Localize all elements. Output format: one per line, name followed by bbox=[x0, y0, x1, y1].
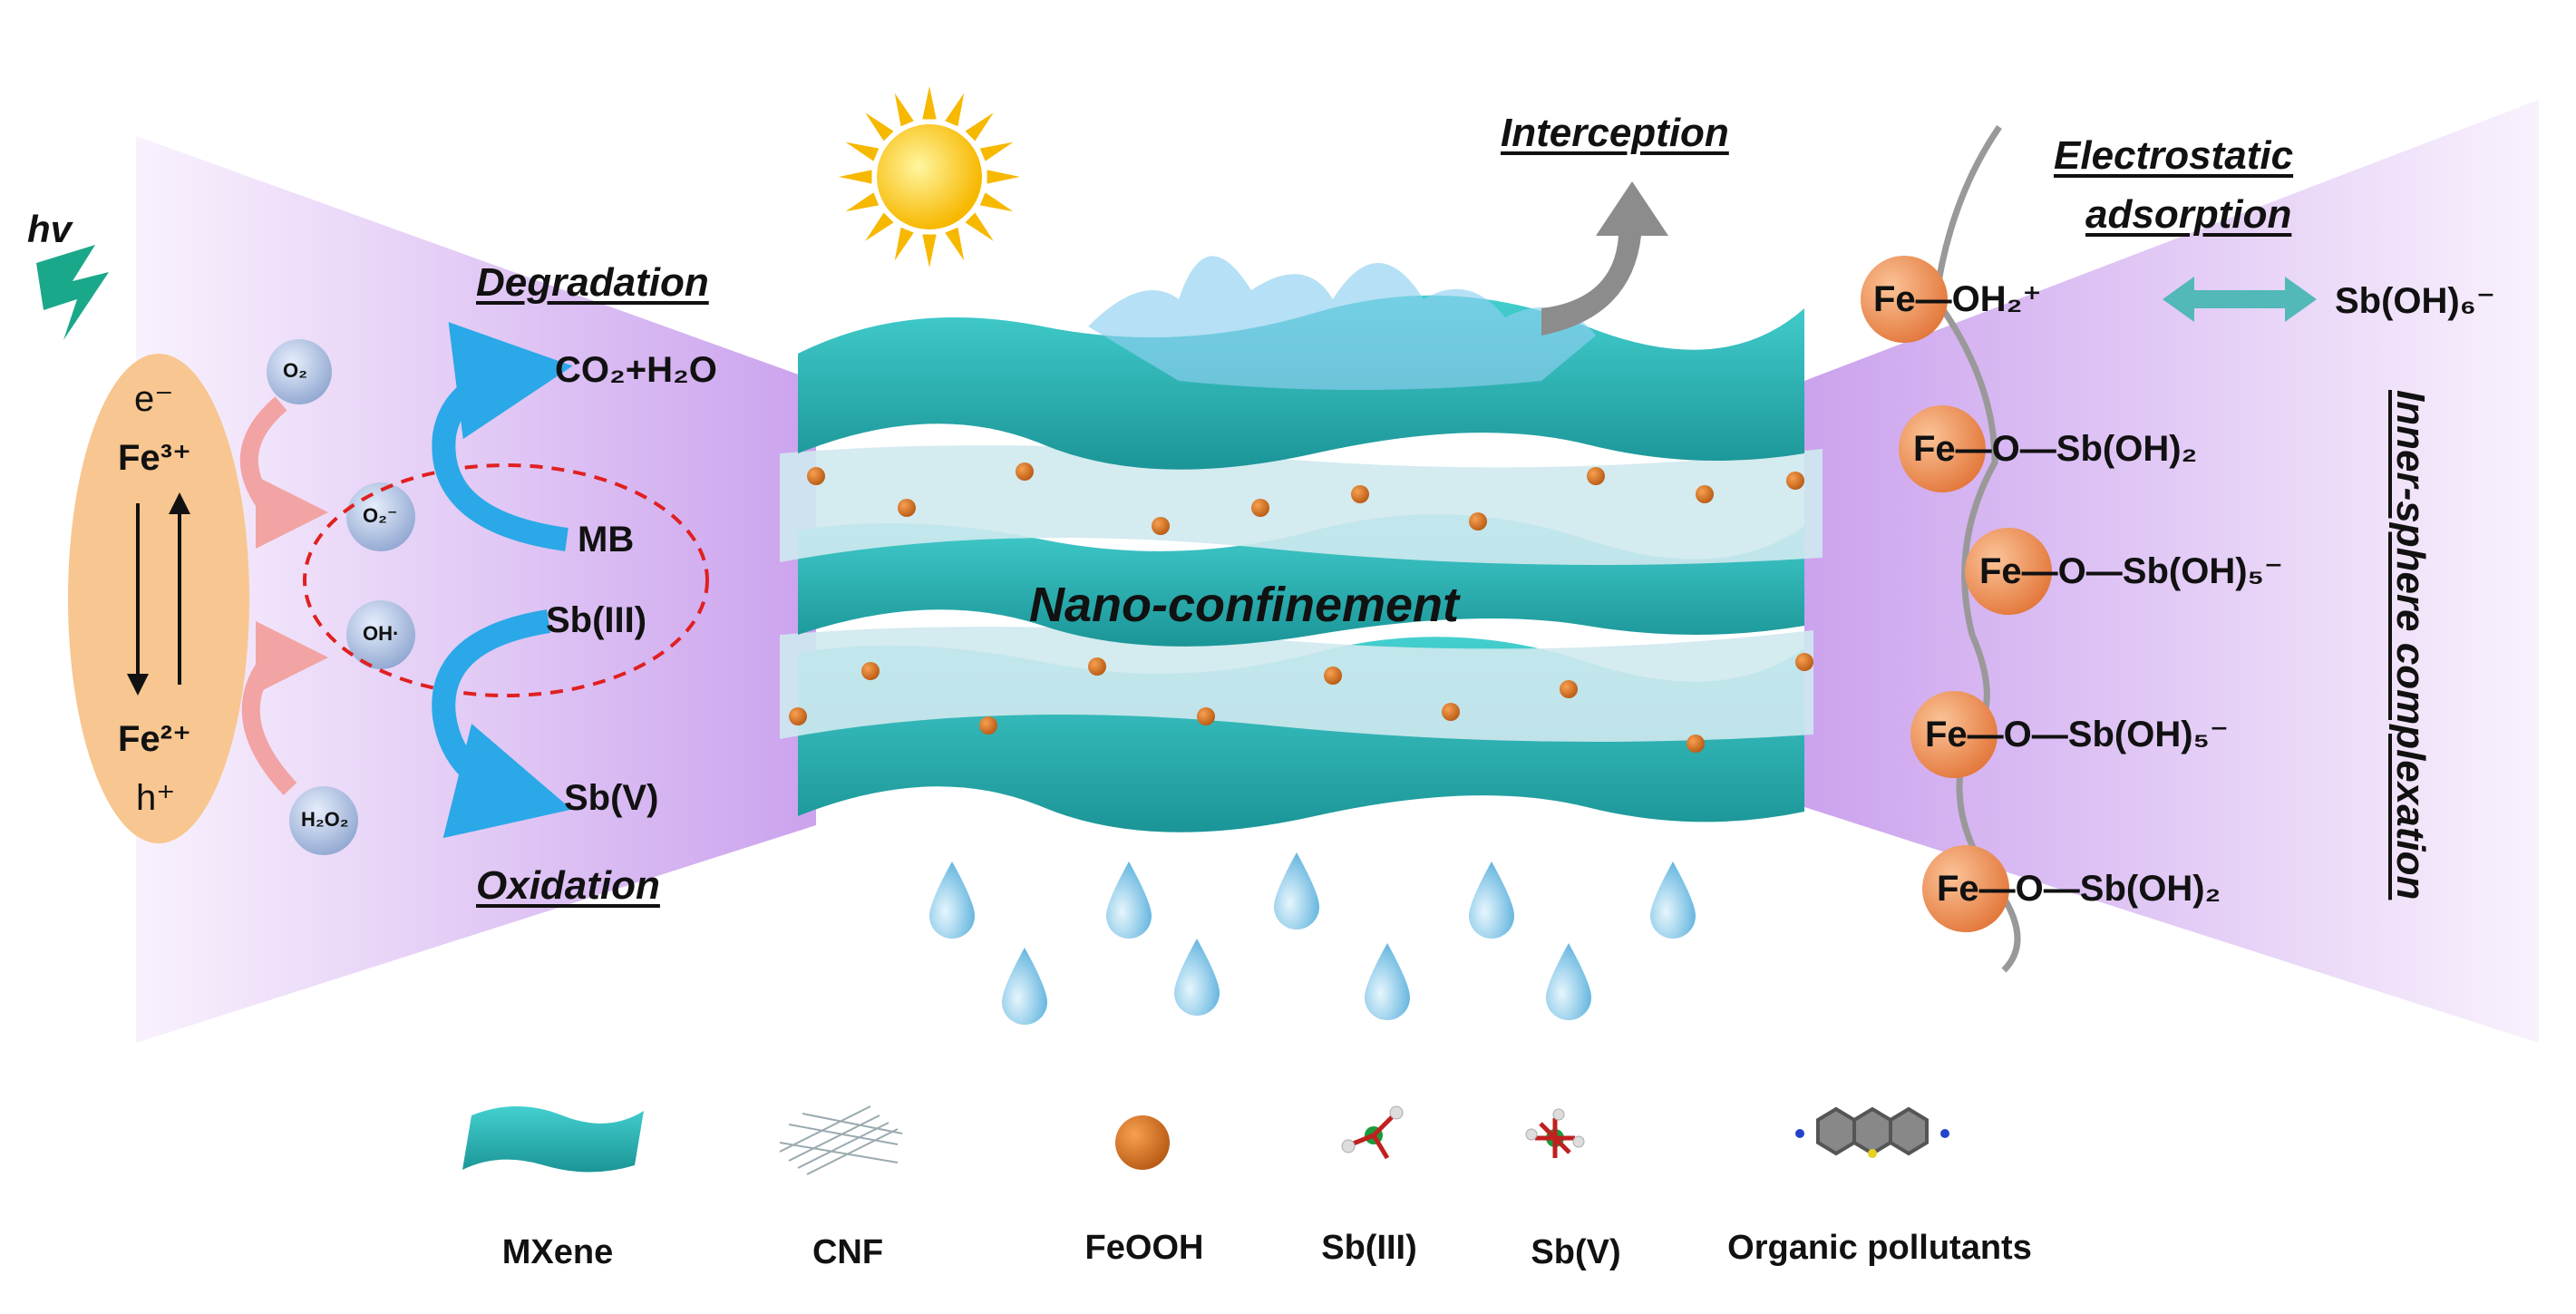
fe2-label: Fe²⁺ bbox=[118, 719, 192, 759]
sun-icon bbox=[839, 86, 1020, 268]
sun-ray bbox=[965, 112, 994, 141]
water-splash bbox=[1088, 256, 1596, 390]
sb-oh6-label: Sb(OH)₆⁻ bbox=[2335, 281, 2496, 321]
nano-confinement-label: Nano-confinement bbox=[1029, 578, 1460, 632]
fe-o-sboh2-label-1: Fe—O—Sb(OH)₂ bbox=[1913, 429, 2198, 469]
fe-ball-2 bbox=[1899, 405, 1986, 492]
legend-cnf-icon bbox=[779, 1105, 903, 1175]
fe-o-sboh5-label-1: Fe—O—Sb(OH)₅⁻ bbox=[1979, 551, 2283, 591]
sun-ray bbox=[945, 227, 965, 261]
legend-mxene-icon bbox=[462, 1106, 644, 1173]
interception-label: Interception bbox=[1501, 111, 1729, 155]
sb3-label: Sb(III) bbox=[546, 600, 647, 640]
water-droplets bbox=[929, 852, 1696, 1025]
ros-dashed-ellipse bbox=[303, 463, 709, 697]
hv-label: hv bbox=[27, 208, 73, 250]
legend-sb3-label: Sb(III) bbox=[1321, 1229, 1417, 1267]
legend-sb5-icon bbox=[1525, 1108, 1585, 1158]
cnf-top-layer bbox=[780, 445, 1823, 565]
co2-h2o-label: CO₂+H₂O bbox=[555, 350, 717, 390]
electrostatic-label-line2: adsorption bbox=[2085, 192, 2292, 237]
legend-mxene-label: MXene bbox=[501, 1233, 614, 1271]
h2o2-bubble-label: H₂O₂ bbox=[301, 808, 349, 831]
degradation-arrow bbox=[432, 322, 573, 551]
sun-ray bbox=[922, 86, 937, 120]
sun-ray bbox=[839, 170, 872, 184]
oxidation-label: Oxidation bbox=[476, 863, 660, 908]
feooh-particles bbox=[789, 462, 1813, 753]
fe-ball-5 bbox=[1922, 845, 2009, 932]
legend-sb5-label: Sb(V) bbox=[1531, 1233, 1621, 1271]
fe-ball-4 bbox=[1910, 691, 1998, 778]
electrostatic-double-arrow bbox=[2163, 277, 2317, 322]
sb5-label: Sb(V) bbox=[564, 778, 659, 818]
mb-label: MB bbox=[578, 520, 635, 560]
legend-cnf-label: CNF bbox=[812, 1233, 884, 1271]
fe-o-sboh2-label-2: Fe—O—Sb(OH)₂ bbox=[1937, 869, 2221, 909]
legend-organic-pollutant-icon bbox=[1795, 1106, 1949, 1158]
electrostatic-label-line1: Electrostatic bbox=[2054, 133, 2294, 178]
hole-label: h⁺ bbox=[136, 778, 176, 818]
fe-ball-3 bbox=[1965, 528, 2052, 615]
fe-o-sboh5-label-2: Fe—O—Sb(OH)₅⁻ bbox=[1925, 715, 2229, 754]
right-light-beam bbox=[1804, 100, 2539, 1043]
lightning-icon bbox=[36, 245, 109, 340]
o2-to-superoxide-arrow bbox=[239, 396, 328, 549]
sun-ray bbox=[865, 112, 894, 141]
sun-ray bbox=[922, 234, 937, 268]
superoxide-label: O₂⁻ bbox=[363, 504, 398, 527]
sun-ray bbox=[894, 92, 914, 127]
legend-feooh-icon bbox=[1115, 1115, 1170, 1170]
cnf-bottom-layer bbox=[780, 627, 1813, 742]
legend-sb3-icon bbox=[1341, 1105, 1404, 1160]
legend-feooh-label: FeOOH bbox=[1084, 1229, 1204, 1267]
iron-redox-ellipse bbox=[68, 354, 249, 843]
o2-bubble bbox=[267, 339, 332, 404]
fe-oh2-label: Fe—OH₂⁺ bbox=[1873, 279, 2042, 319]
sun-ray bbox=[894, 227, 914, 261]
sun-ray bbox=[965, 212, 994, 241]
degradation-label: Degradation bbox=[476, 260, 709, 305]
sun-ray bbox=[987, 170, 1020, 184]
o2-bubble-label: O₂ bbox=[283, 359, 307, 382]
legend-organic-pollutants-label: Organic pollutants bbox=[1727, 1229, 2032, 1267]
electron-label: e⁻ bbox=[134, 379, 174, 419]
sun-ray bbox=[845, 192, 880, 212]
sun-ray bbox=[865, 212, 894, 241]
interception-arrow bbox=[1541, 181, 1668, 336]
fe-ball-1 bbox=[1861, 256, 1948, 343]
hydroxyl-bubble bbox=[346, 600, 415, 669]
fe3-label: Fe³⁺ bbox=[118, 438, 192, 478]
sun-ray bbox=[945, 92, 965, 127]
hydroxyl-label: OH· bbox=[363, 622, 400, 645]
h2o2-to-hydroxyl-arrow bbox=[241, 621, 328, 795]
sun-ray bbox=[979, 141, 1014, 161]
sun-ray bbox=[845, 141, 880, 161]
h2o2-bubble bbox=[289, 786, 358, 855]
sun-ray bbox=[979, 192, 1014, 212]
inner-sphere-label: Inner-sphere complexation bbox=[2388, 390, 2433, 900]
oxidation-arrow bbox=[432, 609, 572, 839]
